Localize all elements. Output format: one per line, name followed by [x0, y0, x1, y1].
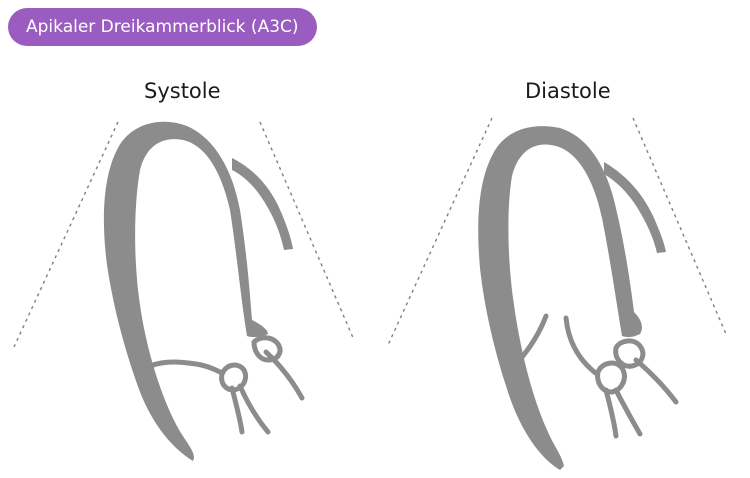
diastole-sector-left-line	[387, 117, 493, 346]
systole-chord-right	[237, 383, 271, 435]
systole-aorta-wall	[232, 158, 293, 250]
systole-aortic-cusp	[251, 335, 283, 363]
diastole-lv-wall	[478, 126, 642, 471]
systole-view	[13, 121, 355, 462]
diastole-view	[387, 117, 727, 471]
systole-mitral-chord	[148, 366, 154, 394]
diastole-aortic-cusp-lower	[595, 360, 627, 395]
diastole-sector-right-line	[632, 117, 727, 335]
diastole-aorta-wall	[604, 162, 666, 253]
title-badge: Apikaler Dreikammerblick (A3C)	[8, 8, 317, 46]
diastole-chord-left	[603, 387, 619, 439]
systole-lv-wall	[103, 121, 268, 462]
systole-chord-left	[229, 385, 245, 435]
diastole-chord-right	[613, 387, 643, 437]
systole-sector-left-line	[13, 121, 119, 348]
diastole-atrium-wall	[633, 357, 679, 405]
diastole-mitral-leaflet-posterior	[515, 313, 549, 365]
systole-mitral-leaflet-anterior	[147, 359, 223, 375]
systole-label: Systole	[144, 79, 221, 103]
systole-atrium-wall	[263, 349, 305, 401]
systole-sector-right-line	[259, 121, 355, 341]
diastole-label: Diastole	[525, 79, 611, 103]
